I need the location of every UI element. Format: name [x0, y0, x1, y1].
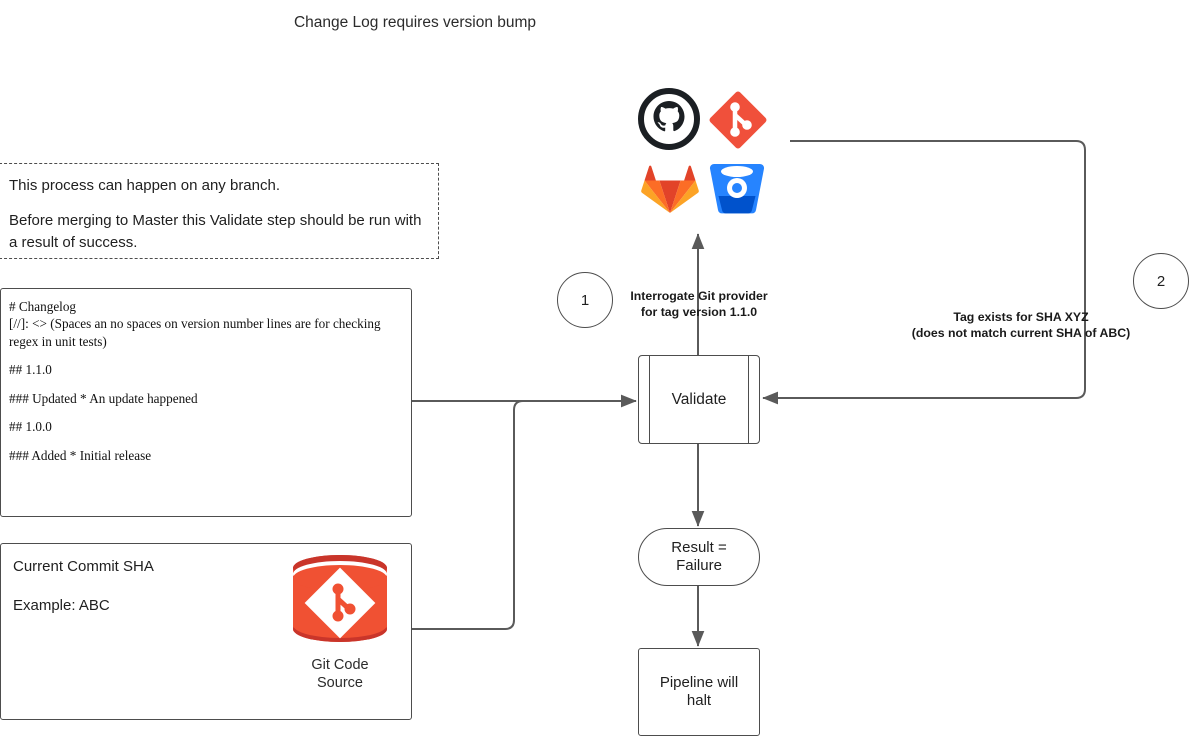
changelog-version-110: ## 1.1.0: [9, 362, 52, 378]
step-marker-1: 1: [557, 272, 613, 328]
note-callout: This process can happen on any branch. B…: [0, 163, 439, 259]
git-provider-icons: [638, 88, 770, 220]
note-spacer: [9, 197, 426, 210]
changelog-heading: # Changelog: [9, 299, 77, 314]
github-icon: [638, 88, 700, 155]
changelog-spacer: [9, 407, 401, 418]
pipeline-halt-node[interactable]: Pipeline will halt: [638, 648, 760, 736]
changelog-box: # Changelog [//]: <> (Spaces an no space…: [0, 288, 412, 517]
changelog-spacer: [9, 436, 401, 447]
gitlab-icon: [641, 160, 699, 221]
validate-process-node[interactable]: Validate: [638, 355, 760, 444]
note-line-2: Before merging to Master this Validate s…: [9, 211, 422, 251]
result-failure-label: Result = Failure: [671, 538, 727, 574]
step-marker-2: 2: [1133, 253, 1189, 309]
changelog-spacer: [9, 379, 401, 390]
changelog-updated: ### Updated * An update happened: [9, 390, 198, 406]
bitbucket-icon: [708, 158, 766, 221]
git-icon: [706, 88, 770, 157]
git-code-source-group: Git Code Source: [287, 553, 393, 692]
pipeline-halt-label: Pipeline will halt: [659, 673, 739, 709]
git-code-source-caption: Git Code Source: [311, 657, 369, 692]
git-database-cylinder-icon: [287, 555, 393, 651]
note-line-1: This process can happen on any branch.: [9, 177, 281, 194]
changelog-spacer: [9, 350, 401, 361]
changelog-version-100: ## 1.0.0: [9, 419, 52, 435]
edge-label-tag-exists: Tag exists for SHA XYZ (does not match c…: [911, 310, 1131, 340]
commit-sha-example: Example: ABC: [13, 597, 110, 614]
commit-sha-title: Current Commit SHA: [13, 558, 154, 575]
changelog-added: ### Added * Initial release: [9, 447, 152, 463]
edge-gitsource-to-validate: [411, 400, 636, 630]
edge-label-interrogate: Interrogate Git provider for tag version…: [630, 289, 768, 319]
validate-label: Validate: [671, 390, 727, 408]
changelog-comment: [//]: <> (Spaces an no spaces on version…: [9, 316, 384, 349]
diagram-title: Change Log requires version bump: [293, 14, 537, 31]
result-failure-node[interactable]: Result = Failure: [638, 528, 760, 586]
edge-providers-to-validate-return: [762, 140, 1086, 405]
